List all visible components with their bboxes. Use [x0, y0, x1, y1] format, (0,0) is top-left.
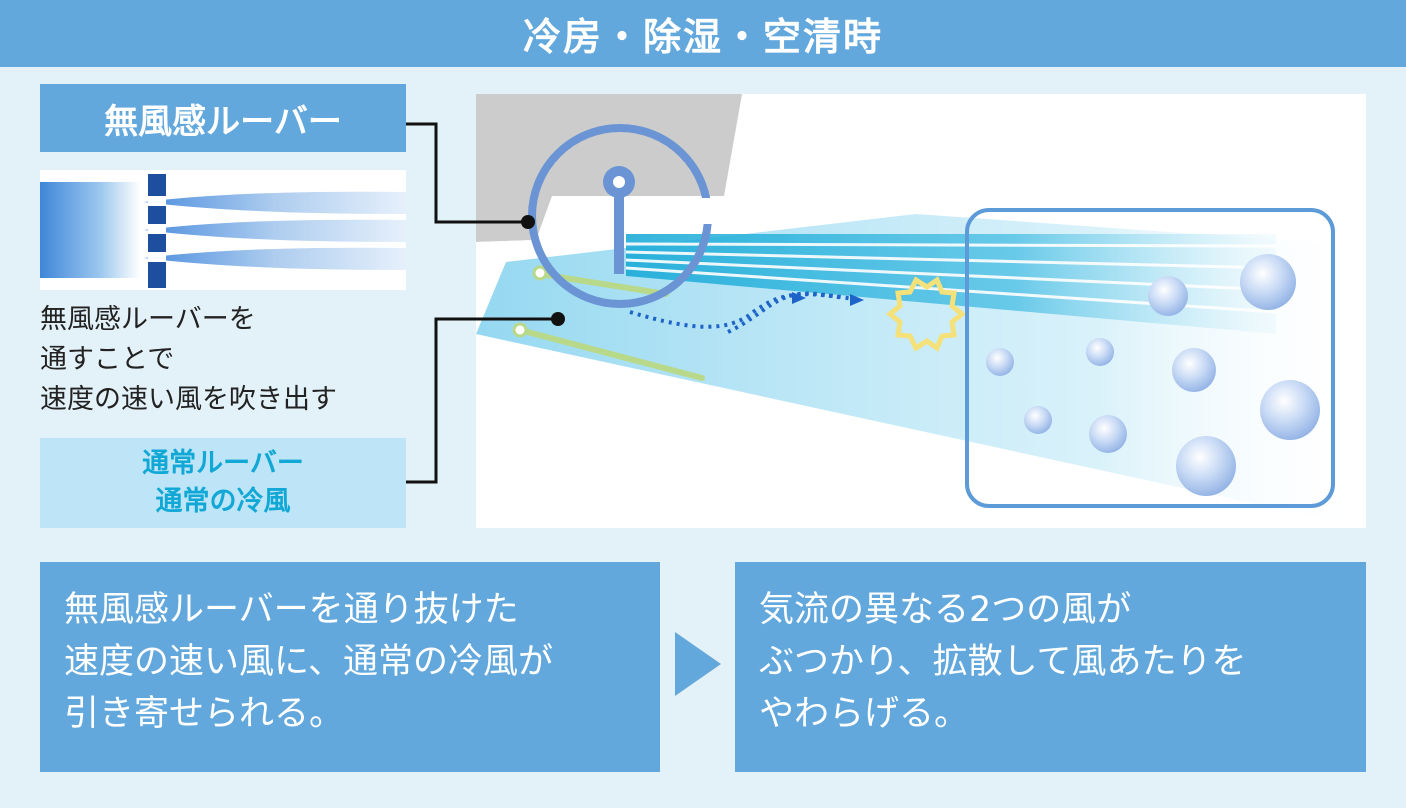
airflow-diagram — [476, 94, 1366, 528]
page-title: 冷房・除湿・空清時 — [522, 15, 883, 59]
explanation-line: やわらげる。 — [759, 694, 970, 734]
air-conditioner-unit — [476, 94, 742, 242]
explanation-line: 引き寄せられる。 — [64, 694, 345, 734]
next-arrow-icon — [675, 632, 721, 696]
explanation-line: 気流の異なる2つの風が — [759, 590, 1132, 630]
explanation-line: 速度の速い風に、通常の冷風が — [64, 642, 553, 682]
normal-louver-label-line: 通常の冷風 — [155, 486, 291, 517]
mufu-louver-label-text: 無風感ルーバー — [104, 101, 342, 142]
mufu-louver-label: 無風感ルーバー — [40, 84, 406, 152]
louver-unit-body — [40, 182, 140, 278]
page-title-bar: 冷房・除湿・空清時 — [0, 0, 1406, 67]
description-line: 通すことで — [40, 344, 175, 375]
explanation-line: 無風感ルーバーを通り抜けた — [64, 590, 519, 630]
air-particle-icon — [986, 254, 1320, 496]
description-line: 速度の速い風を吹き出す — [40, 384, 337, 415]
collision-burst-icon — [885, 276, 967, 352]
description-line: 無風感ルーバーを — [40, 304, 256, 335]
normal-louver-label-line: 通常ルーバー — [142, 448, 304, 479]
attracted-airflow-path — [629, 292, 845, 329]
explanation-line: ぶつかり、拡散して風あたりを — [759, 642, 1247, 682]
explanation-box-left: 無風感ルーバーを通り抜けた 速度の速い風に、通常の冷風が 引き寄せられる。 — [40, 562, 660, 772]
room-area-frame — [965, 208, 1335, 508]
louver-illustration — [40, 170, 406, 290]
fast-air-stream — [626, 234, 1276, 334]
explanation-box-right: 気流の異なる2つの風が ぶつかり、拡散して風あたりを やわらげる。 — [735, 562, 1366, 772]
louver-description: 無風感ルーバーを 通すことで 速度の速い風を吹き出す — [40, 300, 440, 420]
normal-louver-label: 通常ルーバー 通常の冷風 — [40, 438, 406, 528]
louver-jets — [144, 191, 406, 270]
